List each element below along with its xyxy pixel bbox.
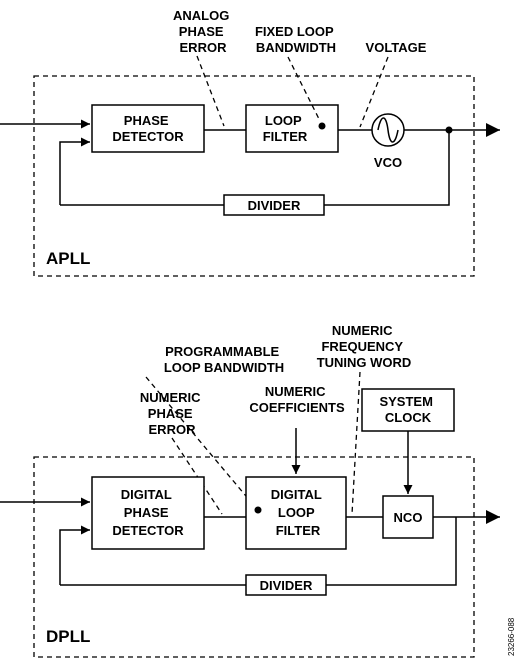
apll-vco-label: VCO <box>374 155 402 170</box>
apll-feedback-arrow <box>59 137 90 205</box>
numeric-coefficients-label: NUMERIC COEFFICIENTS <box>249 384 345 415</box>
voltage-label: VOLTAGE <box>366 40 427 55</box>
nco-box <box>382 495 434 539</box>
apll-phase-detector-label: PHASE DETECTOR <box>112 113 184 144</box>
apll-loop-filter-label: LOOP FILTER <box>263 113 308 144</box>
dpll-section: NUMERIC FREQUENCY TUNING WORD PROGRAMMAB… <box>0 323 500 658</box>
apll-title: APLL <box>46 249 90 268</box>
dpll-divider-box <box>245 574 327 596</box>
numeric-frequency-tuning-word-label: NUMERIC FREQUENCY TUNING WORD <box>317 323 412 370</box>
system-clock-label: SYSTEM CLOCK <box>379 394 436 425</box>
dpll-feedback-arrow <box>59 525 90 585</box>
digital-phase-detector-box <box>91 476 205 550</box>
system-clock-box <box>361 388 455 432</box>
digital-loop-filter-box <box>245 476 347 550</box>
dpll-boundary <box>33 456 475 658</box>
digital-loop-filter-label: DIGITAL LOOP FILTER <box>271 487 325 538</box>
apll-divider-box <box>223 194 325 216</box>
numeric-phase-error-label: NUMERIC PHASE ERROR <box>140 390 204 437</box>
dpll-bandwidth-dot <box>254 506 262 514</box>
apll-bandwidth-dot <box>318 122 326 130</box>
fixed-loop-bandwidth-label: FIXED LOOP BANDWIDTH <box>255 24 337 55</box>
apll-divider-label: DIVIDER <box>248 198 301 213</box>
figure-id: 23266-088 <box>507 617 516 656</box>
dpll-divider-label: DIVIDER <box>260 578 313 593</box>
voltage-leader <box>359 56 389 128</box>
sine-wave-icon <box>377 117 399 143</box>
analog-phase-error-leader <box>196 55 225 127</box>
dpll-title: DPLL <box>46 627 90 646</box>
programmable-loop-bandwidth-leader <box>145 376 257 509</box>
dpll-feedback-wire-right <box>326 517 457 586</box>
apll-feedback-wire-right <box>324 130 450 206</box>
apll-boundary <box>33 75 475 277</box>
fixed-loop-bandwidth-leader <box>287 56 321 122</box>
apll-section: PHASE DETECTOR LOOP FILTER VCO DIVIDER A… <box>0 8 500 277</box>
numeric-frequency-tuning-word-leader <box>351 371 361 515</box>
nco-label: NCO <box>394 510 423 525</box>
apll-phase-detector-box <box>91 104 205 153</box>
analog-phase-error-label: ANALOG PHASE ERROR <box>173 8 233 55</box>
numeric-phase-error-leader <box>171 437 223 515</box>
programmable-loop-bandwidth-label: PROGRAMMABLE LOOP BANDWIDTH <box>164 344 284 375</box>
digital-phase-detector-label: DIGITAL PHASE DETECTOR <box>112 487 184 538</box>
